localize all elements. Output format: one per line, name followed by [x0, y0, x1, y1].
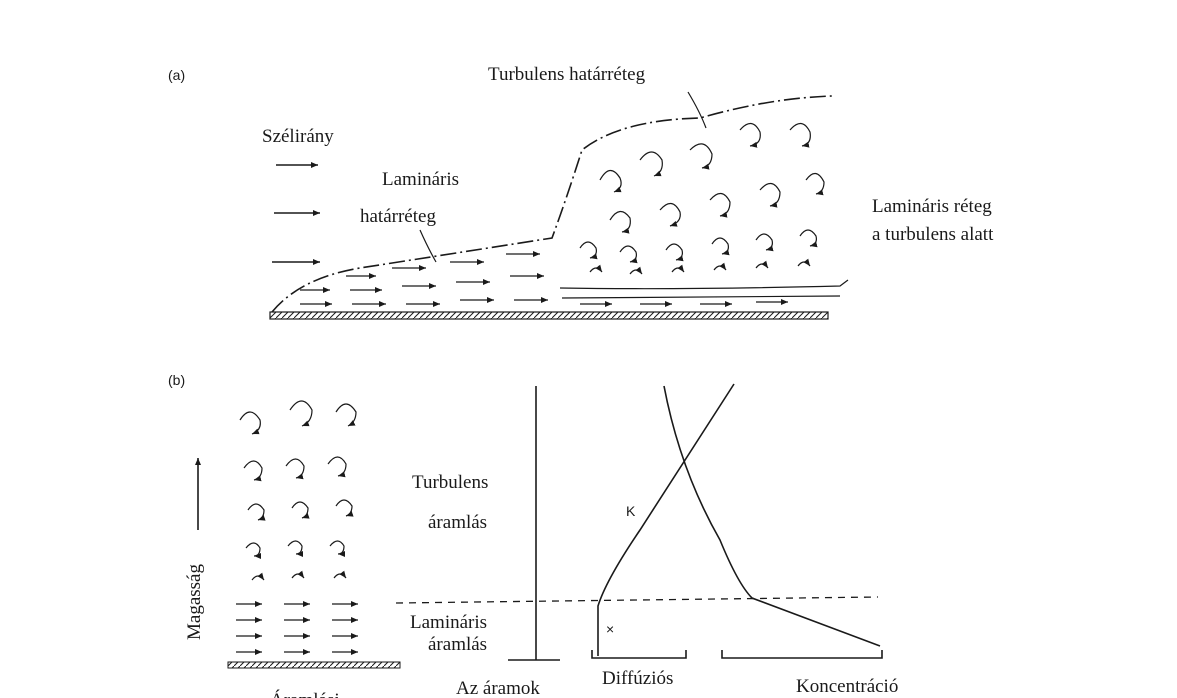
- ground-surface-b: [228, 662, 400, 668]
- eddy-arrow: [580, 242, 596, 258]
- eddy-arrow: [640, 152, 662, 176]
- eddy-arrow: [756, 234, 772, 250]
- eddy-arrow: [248, 504, 264, 520]
- laminar-under-turbulent-label-2: a turbulens alatt: [872, 224, 994, 245]
- eddy-arrow: [740, 123, 760, 146]
- eddy-arrow: [244, 461, 262, 480]
- eddy-arrow: [292, 502, 308, 518]
- panel-a-tag: (a): [168, 67, 185, 83]
- eddy-arrow: [620, 246, 636, 262]
- eddy-arrow: [330, 541, 344, 554]
- eddy-arrow: [328, 457, 346, 476]
- eddy-arrow: [290, 401, 312, 426]
- eddy-arrow: [336, 404, 356, 426]
- eddy-arrow: [590, 268, 602, 272]
- k-diffusion-curve: [598, 384, 734, 656]
- currents-caption: Az áramok: [456, 678, 540, 698]
- eddy-arrow: [660, 203, 680, 226]
- k-label: K: [626, 503, 636, 519]
- laminar-boundary-layer-label-1: Lamináris: [382, 169, 459, 190]
- turbulent-eddies-a: [580, 123, 824, 274]
- laminar-boundary-layer-label-2: határréteg: [360, 206, 436, 227]
- concentration-baseline: [722, 650, 882, 658]
- eddy-arrow: [334, 574, 346, 578]
- eddy-arrow: [240, 412, 260, 434]
- turbulent-boundary-layer-label: Turbulens határréteg: [488, 64, 646, 85]
- laminar-flow-label-1: Lamináris: [410, 612, 487, 633]
- eddy-arrow: [292, 574, 304, 578]
- diffusion-baseline: [592, 650, 686, 658]
- turbulent-label-leader: [688, 92, 706, 128]
- turbulent-flow-label-2: áramlás: [428, 512, 487, 533]
- eddy-arrow: [666, 244, 682, 260]
- eddy-arrow: [790, 123, 810, 146]
- eddy-arrow: [798, 262, 810, 266]
- eddy-arrow: [286, 459, 304, 478]
- panel-b-tag: (b): [168, 372, 185, 388]
- wind-direction-label: Szélirány: [262, 126, 334, 147]
- eddy-arrow: [600, 170, 621, 192]
- boundary-layer-envelope: [272, 96, 832, 312]
- eddy-arrow: [672, 268, 684, 272]
- ground-surface: [270, 312, 828, 319]
- interface-dashed-line: [396, 597, 878, 603]
- eddy-arrow: [288, 541, 302, 554]
- flow-caption: Áramlási: [270, 689, 340, 698]
- eddy-arrow: [800, 230, 816, 246]
- laminar-under-turbulent-label-1: Lamináris réteg: [872, 196, 992, 217]
- concentration-curve: [664, 386, 880, 646]
- turbulent-eddies-b: [240, 401, 356, 580]
- x-mark: ×: [606, 621, 614, 637]
- diffusion-caption: Diffúziós: [602, 668, 673, 689]
- concentration-caption: Koncentráció: [796, 676, 898, 697]
- eddy-arrow: [712, 238, 728, 254]
- laminar-sublayer-line-2: [562, 296, 840, 298]
- eddy-arrow: [630, 270, 642, 274]
- eddy-arrow: [690, 144, 712, 168]
- wind-arrows: [272, 165, 320, 262]
- eddy-arrow: [756, 264, 768, 268]
- eddy-arrow: [760, 183, 780, 206]
- eddy-arrow: [610, 211, 630, 232]
- eddy-arrow: [246, 543, 260, 556]
- laminar-flow-label-2: áramlás: [428, 634, 487, 655]
- laminar-sublayer-line: [560, 280, 848, 289]
- eddy-arrow: [252, 576, 264, 580]
- eddy-arrow: [806, 173, 824, 194]
- eddy-arrow: [714, 266, 726, 270]
- turbulent-flow-label-1: Turbulens: [412, 472, 488, 493]
- eddy-arrow: [336, 500, 352, 516]
- laminar-arrows-b: [236, 604, 358, 652]
- eddy-arrow: [710, 193, 730, 216]
- height-axis-label: Magasság: [184, 564, 205, 640]
